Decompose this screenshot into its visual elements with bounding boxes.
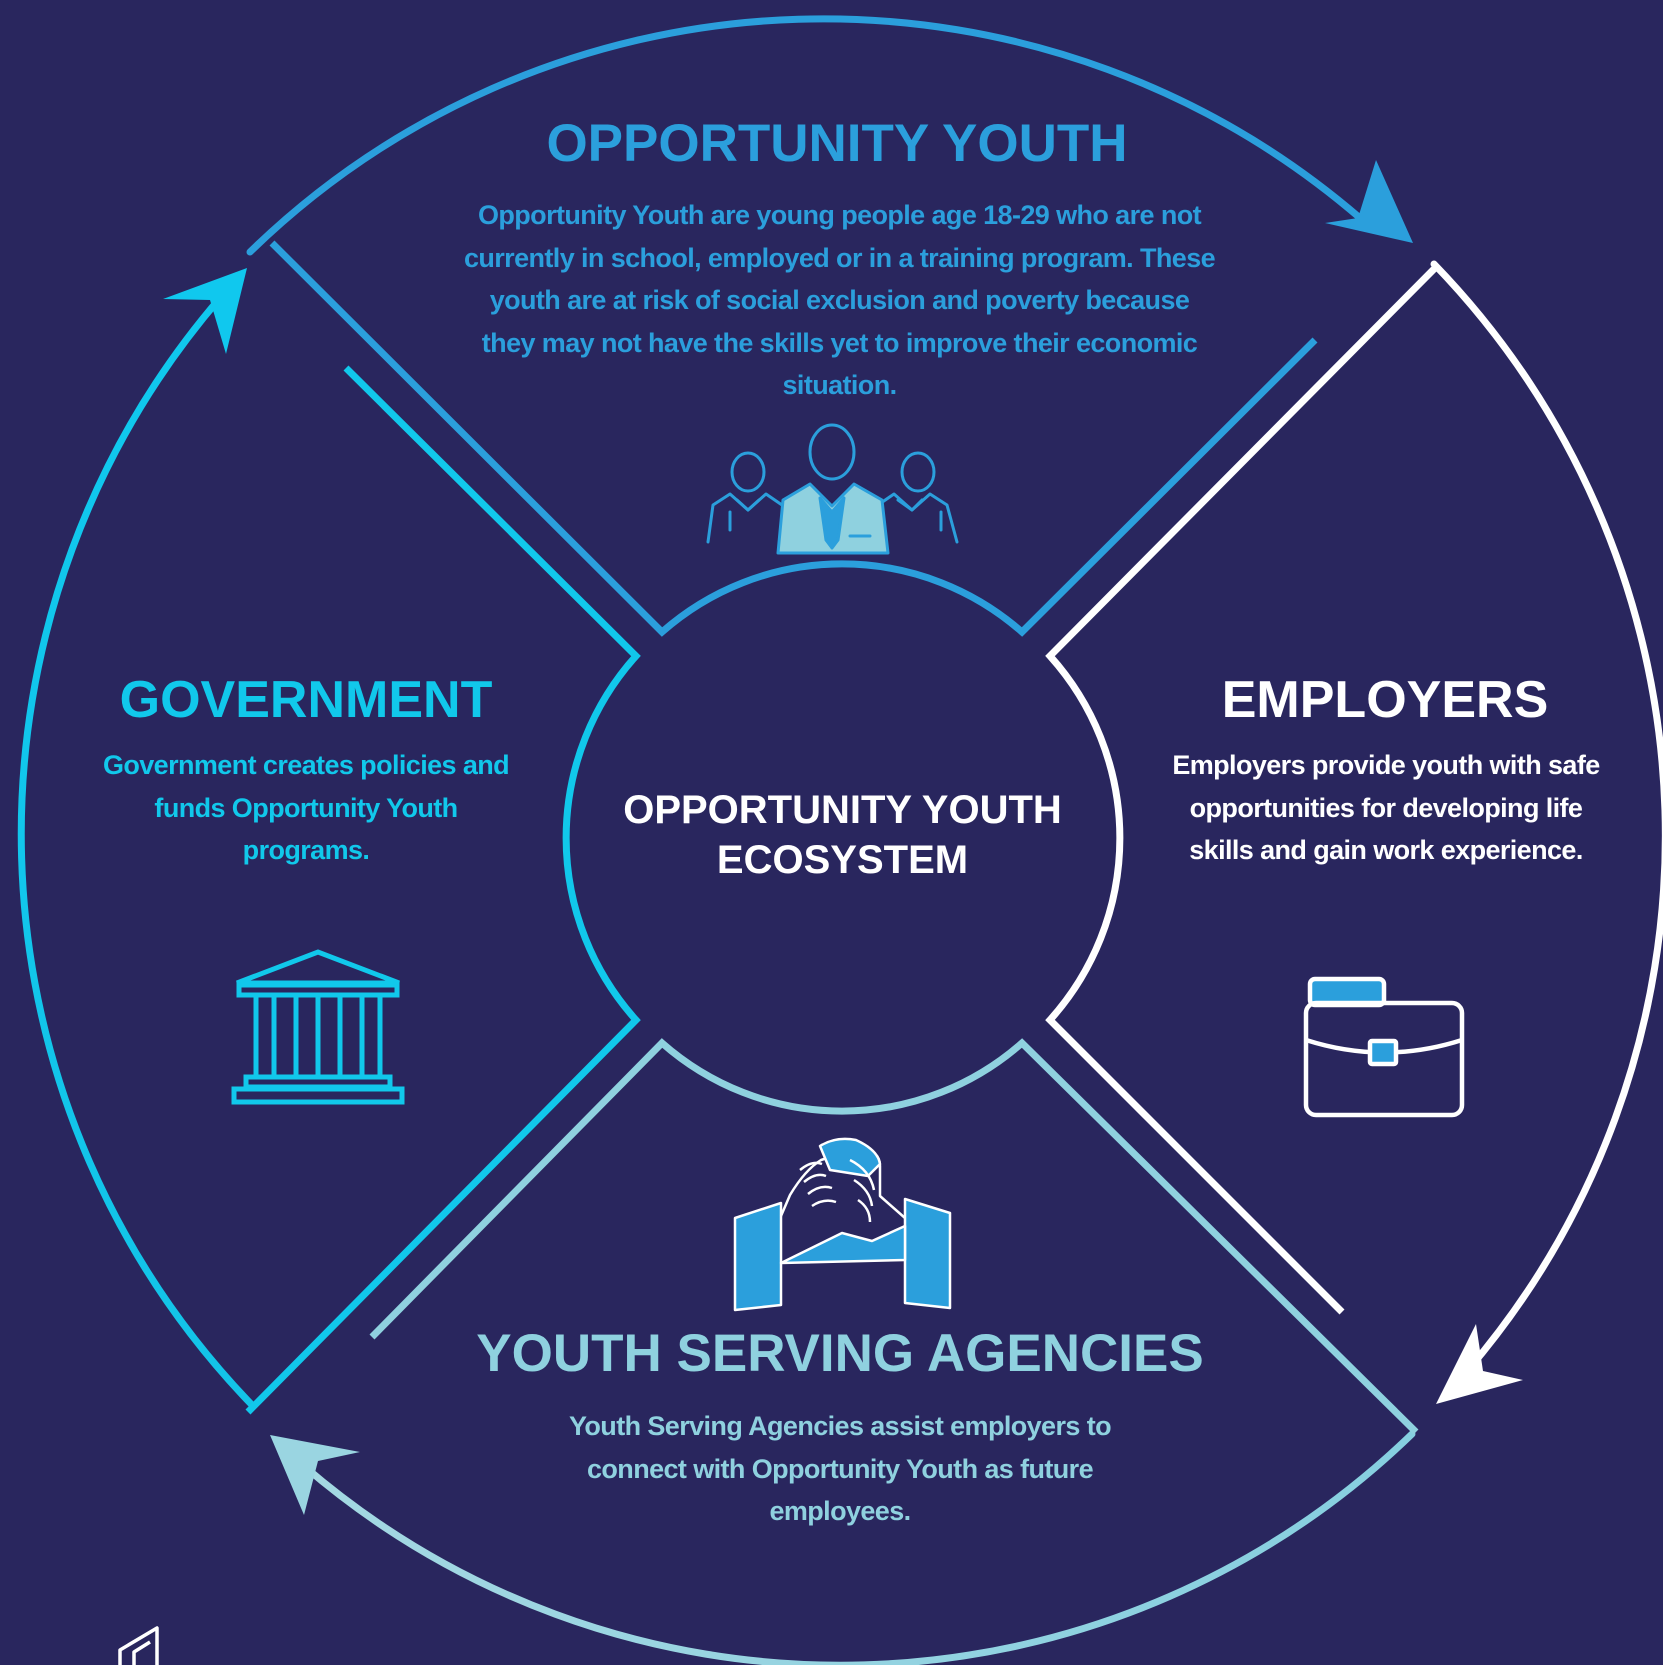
sector-agencies-outline <box>369 1038 1419 1435</box>
government-title: GOVERNMENT <box>119 671 493 729</box>
agencies-title: YOUTH SERVING AGENCIES <box>476 1324 1204 1383</box>
center-title: OPPORTUNITY YOUTH ECOSYSTEM <box>560 785 1125 885</box>
arc-left <box>17 294 256 1409</box>
sector-youth-outline <box>269 240 1318 637</box>
arrow-top-right-icon <box>1325 160 1413 243</box>
arc-top <box>246 15 1364 256</box>
agencies-description: Youth Serving Agencies assist employers … <box>569 1411 1112 1526</box>
briefcase-icon <box>1303 976 1465 1118</box>
employers-description: Employers provide youth with safe opport… <box>1172 750 1600 865</box>
arc-right <box>1430 260 1663 1374</box>
arrow-bottom-left-icon <box>270 1435 360 1515</box>
center-title-line2: ECOSYSTEM <box>716 838 969 882</box>
youth-title: OPPORTUNITY YOUTH <box>546 114 1128 173</box>
sector-government-outline <box>245 365 641 1415</box>
government-building-icon <box>231 949 405 1105</box>
handshake-icon <box>733 1137 952 1312</box>
government-description: Government creates policies and funds Op… <box>102 750 510 865</box>
sector-shapes <box>245 240 1440 1435</box>
arrow-bottom-right-icon <box>1436 1324 1523 1404</box>
arrowheads <box>163 160 1523 1515</box>
employers-title: EMPLOYERS <box>1221 671 1549 729</box>
sector-employers-outline <box>1045 263 1440 1315</box>
arrow-top-left-icon <box>163 268 247 354</box>
logo-icon <box>118 1626 159 1665</box>
youth-description: Opportunity Youth are young people age 1… <box>463 200 1216 400</box>
people-group-icon <box>706 423 959 555</box>
center-title-line1: OPPORTUNITY YOUTH <box>623 788 1062 832</box>
